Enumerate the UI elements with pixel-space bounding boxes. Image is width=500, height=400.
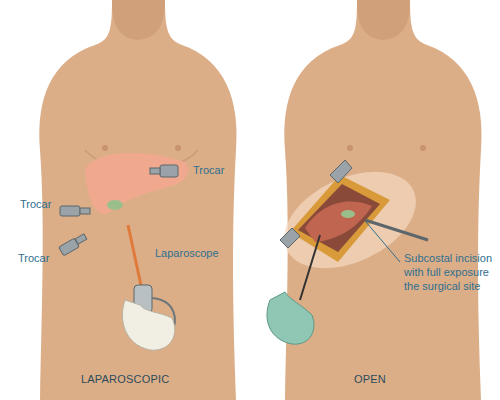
incision-note: Subcostal incision with full exposure th… <box>404 252 496 293</box>
trocar-label: Trocar <box>18 252 49 266</box>
incision <box>267 152 431 344</box>
panel-caption: LAPAROSCOPIC <box>81 373 169 387</box>
panel-caption: OPEN <box>354 373 386 387</box>
trocar-label: Trocar <box>20 198 51 212</box>
laparoscope-label: Laparoscope <box>155 247 219 261</box>
torso-left <box>39 0 236 400</box>
trocar-label: Trocar <box>193 164 224 178</box>
